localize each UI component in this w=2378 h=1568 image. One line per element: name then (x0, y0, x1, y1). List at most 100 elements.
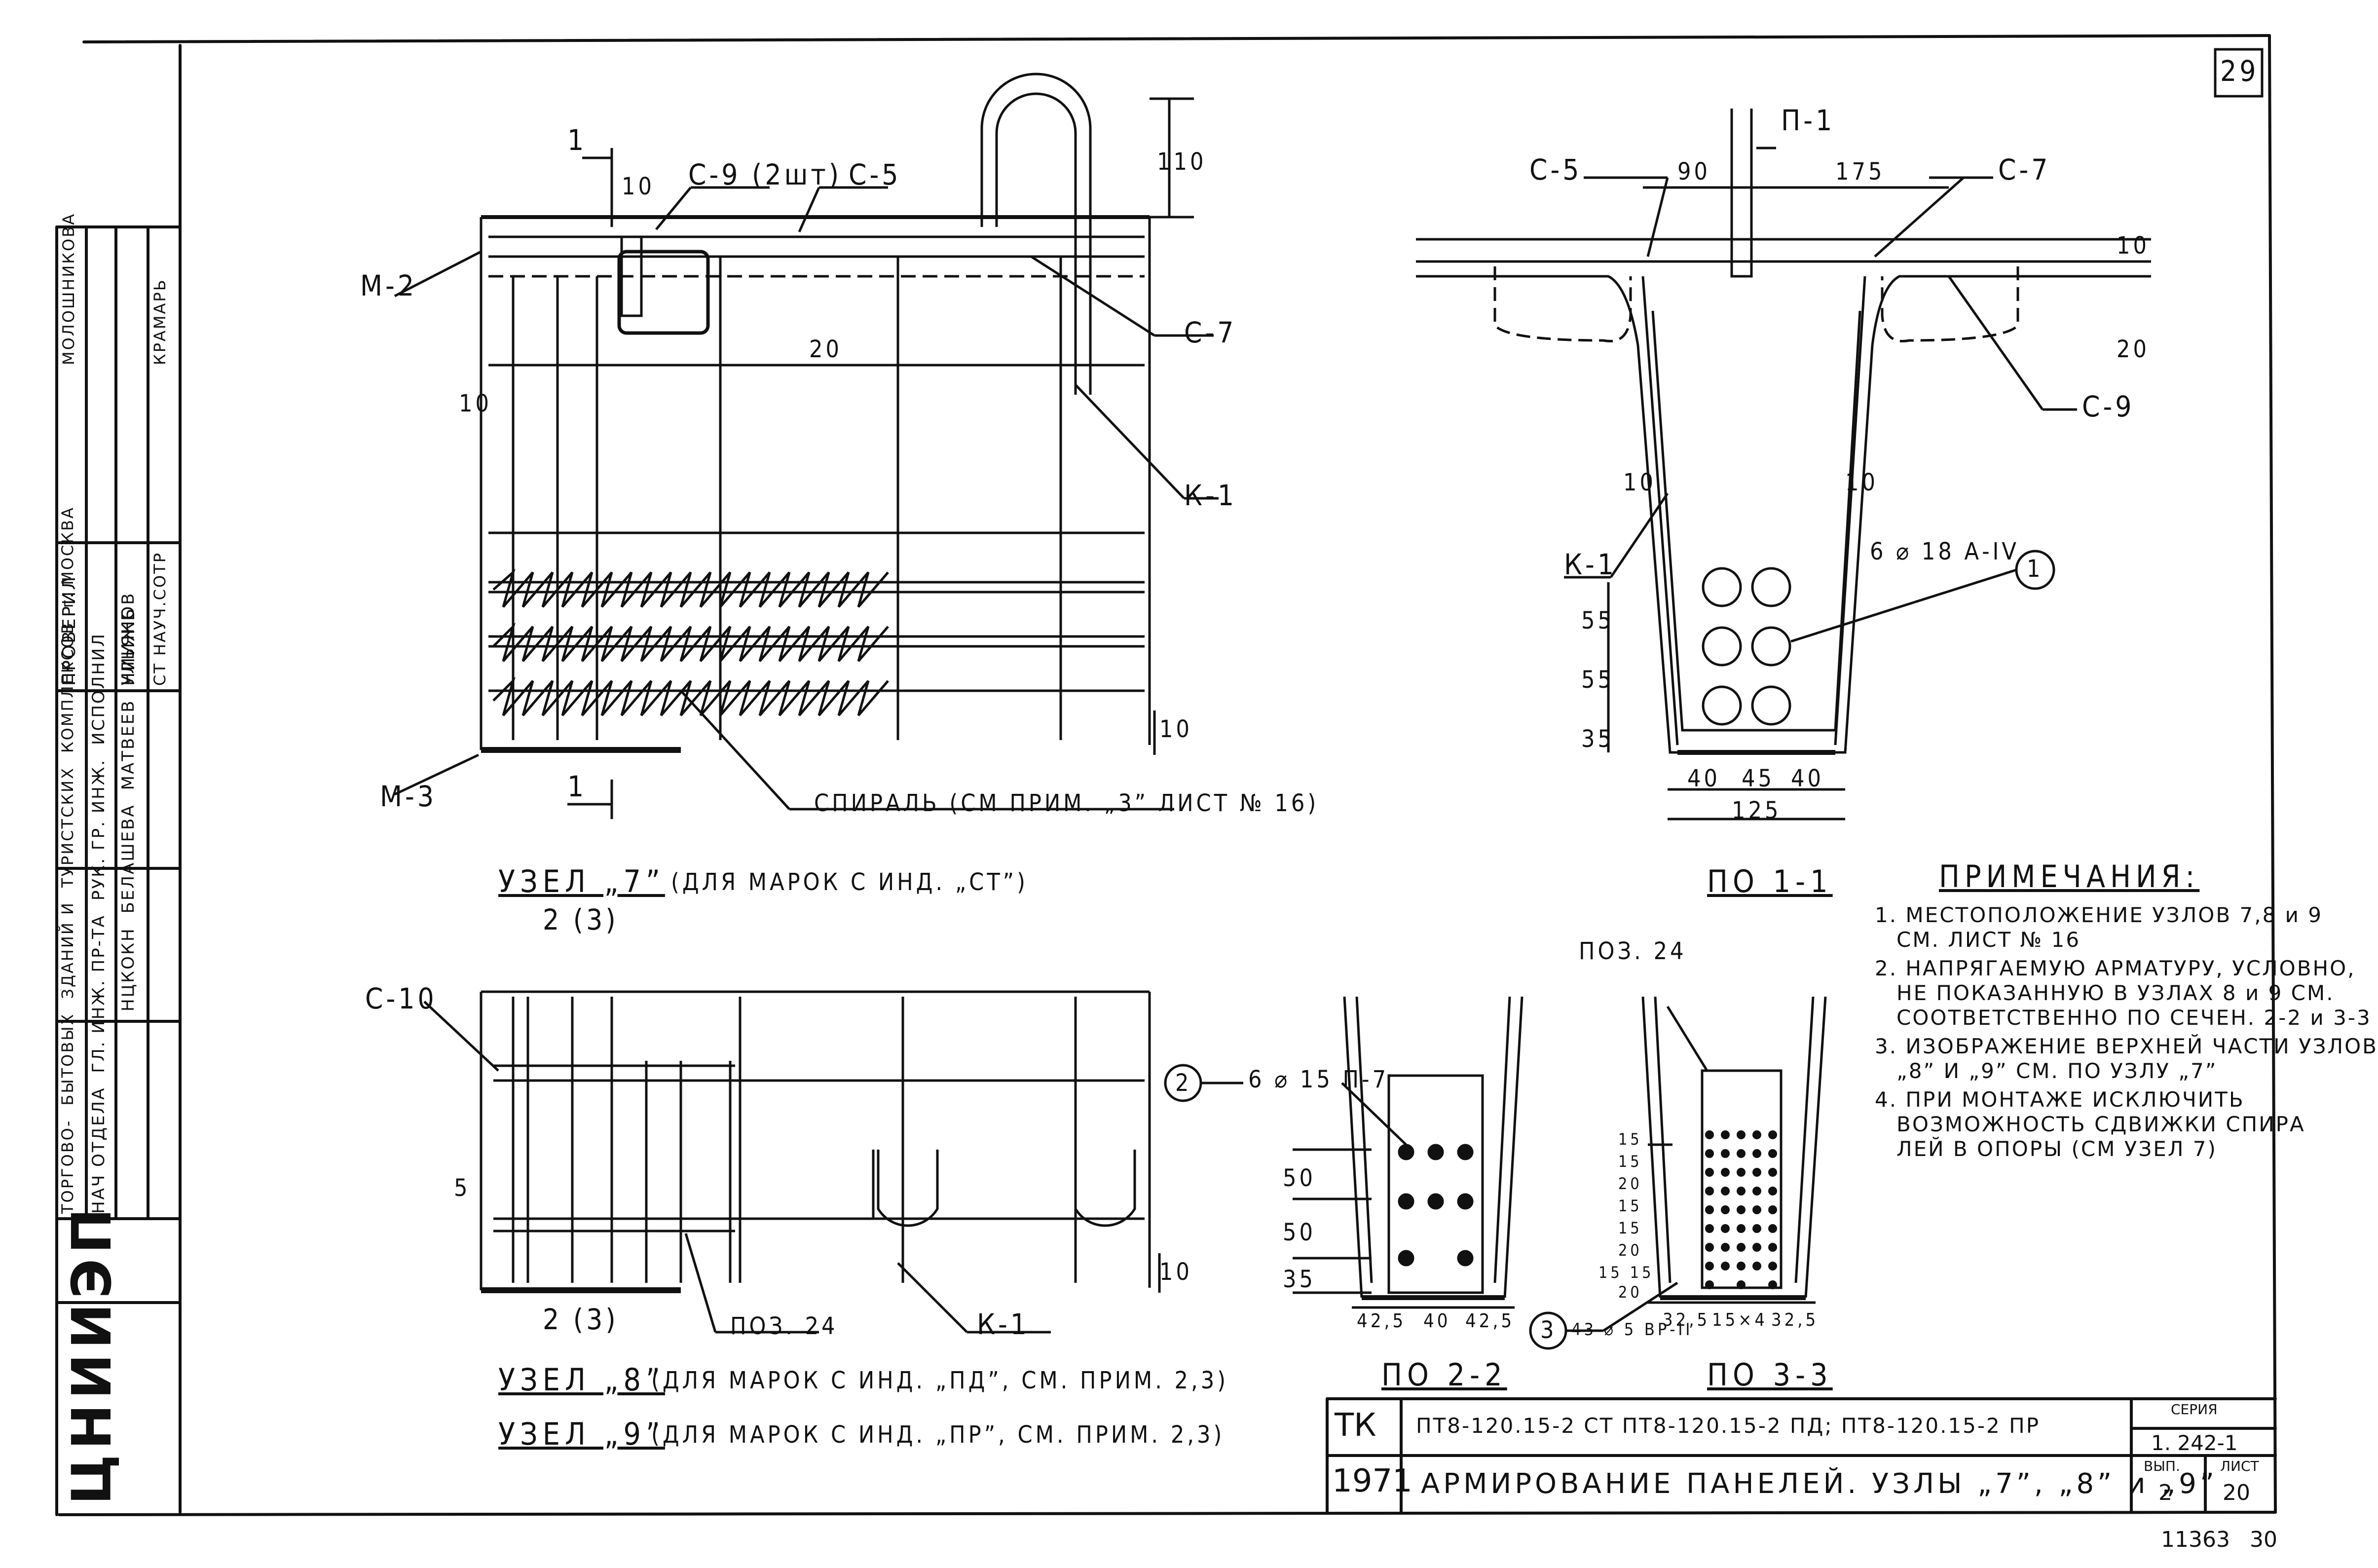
label-k1-s11: К-1 (1564, 548, 1617, 581)
tb-sheet: 20 (2223, 1480, 2250, 1505)
node7-title: УЗЕЛ „7” (498, 863, 665, 899)
strand-dot (1768, 1262, 1777, 1270)
note-line: СООТВЕТСТВЕННО ПО СЕЧЕН. 2-2 и 3-3 (1896, 1006, 2372, 1030)
dim-35-s22: 35 (1283, 1266, 1316, 1293)
note-line: „8” И „9” СМ. ПО УЗЛУ „7” (1896, 1059, 2218, 1083)
archive-number: 11363 (2161, 1527, 2230, 1552)
strand-dot (1752, 1224, 1761, 1233)
label-bars-s22: 6 ⌀ 15 П-7 (1248, 1066, 1389, 1093)
stamp-text: ТОРГОВО- (58, 1119, 77, 1214)
note-line: 4. ПРИ МОНТАЖЕ ИСКЛЮЧИТЬ (1875, 1087, 2245, 1112)
tb-caption: АРМИРОВАНИЕ ПАНЕЛЕЙ. УЗЛЫ „7”, „8” и „9” (1421, 1468, 2218, 1500)
strand-dot (1752, 1205, 1761, 1214)
dim-20c: 20 (1618, 1283, 1642, 1302)
dim-50b: 50 (1283, 1219, 1316, 1246)
dim-125: 125 (1732, 797, 1782, 824)
dim-10-node8: 10 (1159, 1258, 1192, 1286)
signature-positions: НАЧ ОТДЕЛАГЛ. ИНЖ. ПР-ТАРУК. ГР. ИНЖ.ИСП… (89, 619, 109, 1214)
dim-15d: 15 (1618, 1219, 1642, 1237)
note-line: ВОЗМОЖНОСТЬ СДВИЖКИ СПИРА (1896, 1112, 2305, 1136)
dim-425a: 42,5 (1357, 1310, 1407, 1332)
strand-dot (1705, 1243, 1714, 1252)
node9-title: УЗЕЛ „9” (498, 1416, 665, 1452)
section-1-top: 1 (567, 123, 587, 157)
checked-name-1: МОЛОШНИКОВА (59, 212, 78, 365)
strand-dot (1752, 1149, 1761, 1158)
strand-dot (1721, 1149, 1730, 1158)
strand-dot (1705, 1149, 1714, 1158)
strand-dot (1737, 1130, 1746, 1139)
node7-subtitle: (ДЛЯ МАРОК С ИНД. „СТ”) (671, 868, 1028, 896)
dim-35: 35 (1581, 725, 1614, 753)
tb-sheet-label: ЛИСТ (2220, 1458, 2259, 1474)
dim-20: 20 (809, 336, 842, 363)
dim-325a: 32,5 (1663, 1310, 1710, 1330)
dim-20-s11: 20 (2117, 336, 2150, 363)
strand-dot (1768, 1168, 1777, 1177)
dim-110: 110 (1157, 148, 1207, 176)
strand-dot (1737, 1149, 1746, 1158)
dim-15c: 15 (1618, 1196, 1642, 1215)
drawing-sheet (55, 34, 2277, 1516)
dim-10c: 10 (1159, 715, 1192, 743)
label-c9: С-9 (2шт) (688, 158, 842, 191)
node9-subtitle: (ДЛЯ МАРОК С ИНД. „ПР”, СМ. ПРИМ. 2,3) (651, 1421, 1225, 1449)
tb-year: 1971 (1332, 1463, 1412, 1499)
stamp-text: РУК. ГР. ИНЖ. (89, 758, 109, 901)
dim-40-s22: 40 (1423, 1310, 1451, 1332)
dim-55a: 55 (1581, 607, 1614, 635)
strand-dot (1768, 1205, 1777, 1214)
dim-154: 15×4 (1712, 1310, 1768, 1330)
dim-15a: 15 (1618, 1130, 1642, 1149)
note-line: 2. НАПРЯГАЕМУЮ АРМАТУРУ, УСЛОВНО, (1875, 956, 2356, 980)
stamp-text: МАТВЕЕВ (118, 699, 138, 790)
strand-dot (1721, 1224, 1730, 1233)
label-c7-s11: С-7 (1998, 153, 2051, 187)
strand-dot (1705, 1205, 1714, 1214)
strand-dot (1705, 1168, 1714, 1177)
strand-dot (1752, 1168, 1761, 1177)
strand-dot (1737, 1187, 1746, 1195)
label-k1-node8: К-1 (977, 1307, 1030, 1341)
dim-10-left: 10 (1623, 469, 1656, 496)
dim-20a: 20 (1618, 1174, 1642, 1193)
strand-dot (1737, 1243, 1746, 1252)
section11-title: ПО 1-1 (1707, 863, 1833, 899)
dim-425b: 42,5 (1465, 1310, 1515, 1332)
strand-dot (1737, 1168, 1746, 1177)
label-k1: К-1 (1184, 479, 1237, 512)
note-line: ЛЕЙ В ОПОРЫ (СМ УЗЕЛ 7) (1896, 1137, 2217, 1161)
strand-dot (1721, 1243, 1730, 1252)
dim-175: 175 (1835, 158, 1885, 186)
checked-label: ПРОВЕРИЛ (59, 575, 79, 686)
label-bars-s33: 43 ⌀ 5 ВР-II (1571, 1320, 1693, 1340)
stamp-text: БЫТОВЫХ (58, 1012, 77, 1106)
dim-5: 5 (454, 1174, 471, 1202)
strand-dot (1721, 1168, 1730, 1177)
archive-page: 30 (2250, 1527, 2277, 1552)
tb-series-label: СЕРИЯ (2171, 1401, 2218, 1418)
strand-dot (1737, 1224, 1746, 1233)
label-poz24: ПОЗ. 24 (730, 1312, 838, 1340)
strand-dot (1752, 1243, 1761, 1252)
strand-dot (1705, 1224, 1714, 1233)
label-c5: С-5 (849, 158, 901, 191)
sheet-number: 29 (2220, 54, 2259, 88)
strand-dot (1705, 1280, 1714, 1289)
label-poz24-s33: ПОЗ. 24 (1579, 937, 1687, 965)
strand-dot (1768, 1149, 1777, 1158)
label-c9-s11: С-9 (2082, 390, 2135, 423)
label-p1: П-1 (1781, 104, 1835, 137)
label-c7: С-7 (1184, 316, 1237, 349)
note-line: СМ. ЛИСТ № 16 (1896, 928, 2081, 952)
org-logo: ЦНИИЭП (60, 1203, 123, 1505)
stamp-text: НАЧ ОТДЕЛА (89, 1086, 109, 1214)
marker-3: 3 (1540, 1316, 1557, 1344)
strand-dot (1768, 1187, 1777, 1195)
strand-dot (1768, 1224, 1777, 1233)
dim-50a: 50 (1283, 1164, 1316, 1192)
dim-45: 45 (1742, 765, 1775, 792)
dim-15b: 15 (1618, 1152, 1642, 1171)
tb-series: 1. 242-1 (2151, 1431, 2238, 1455)
dim-40b: 40 (1791, 765, 1824, 792)
